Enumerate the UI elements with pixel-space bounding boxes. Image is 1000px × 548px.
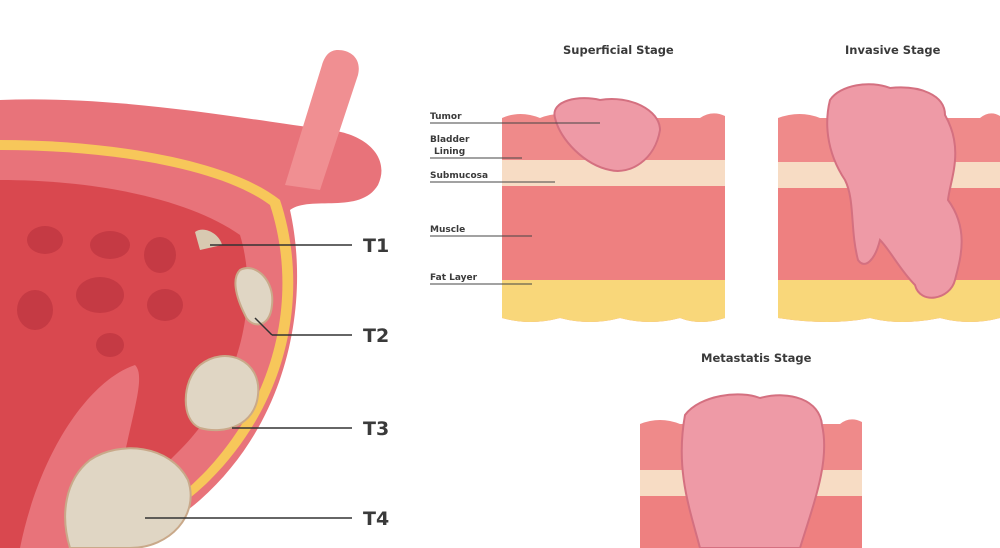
tumor-label: Tumor bbox=[430, 112, 462, 122]
stage-label-t3: T3 bbox=[363, 418, 390, 440]
muscle-label: Muscle bbox=[430, 225, 466, 235]
bladder-illustration bbox=[0, 50, 382, 548]
stage-label-t4: T4 bbox=[363, 508, 390, 530]
stage-label-t2: T2 bbox=[363, 325, 390, 347]
fat-layer-label: Fat Layer bbox=[430, 273, 478, 283]
invasive-stage-title: Invasive Stage bbox=[845, 43, 941, 57]
superficial-stage-title: Superficial Stage bbox=[563, 43, 674, 57]
superficial-stage-tissue bbox=[502, 97, 725, 322]
bladder-lining-label-line1: Bladder bbox=[430, 135, 470, 145]
bladder-lining-label-line2: Lining bbox=[434, 147, 466, 157]
stage-label-t1: T1 bbox=[363, 235, 390, 257]
invasive-stage-tissue bbox=[778, 83, 1000, 322]
metastasis-stage-title: Metastatis Stage bbox=[701, 351, 812, 365]
submucosa-label: Submucosa bbox=[430, 171, 489, 181]
metastasis-stage-tissue bbox=[640, 393, 862, 548]
